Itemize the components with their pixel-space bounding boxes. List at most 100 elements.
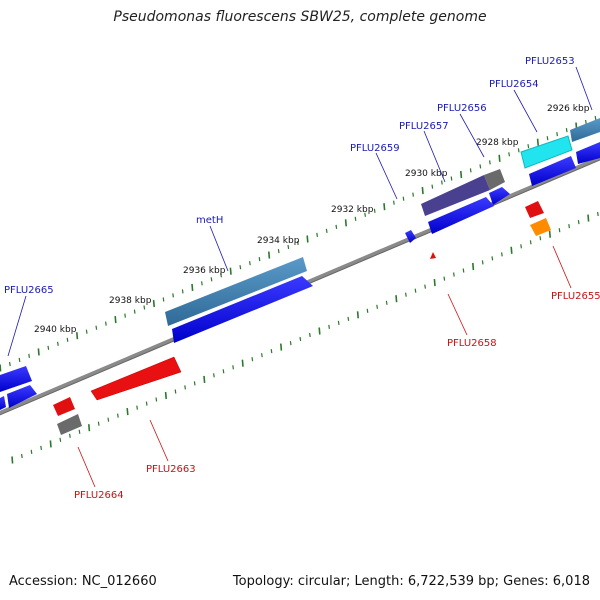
scale-tick [105, 321, 107, 326]
scale-tick [424, 284, 426, 289]
gene-label-pflu2656[interactable]: PFLU2656 [437, 103, 487, 114]
gene-label-pflu2664[interactable]: PFLU2664 [74, 490, 124, 501]
gene-block-pflu2656[interactable] [489, 187, 510, 205]
gene-block-meth-top[interactable] [165, 257, 307, 326]
scale-label: 2934 kbp [257, 236, 300, 246]
scale-tick [412, 192, 414, 197]
reverse-tick-row [11, 211, 599, 464]
scale-tick [527, 144, 530, 149]
scale-tick [117, 413, 119, 418]
gene-block-pflu2657[interactable] [428, 197, 494, 234]
scale-tick [469, 168, 472, 173]
scale-tick [395, 295, 398, 303]
scale-tick [210, 277, 213, 282]
gene-block-pflu2655-red[interactable] [525, 201, 544, 218]
scale-tick [529, 240, 532, 245]
scale-tick [162, 297, 165, 302]
scale-tick [164, 391, 167, 400]
scale-tick [344, 219, 347, 227]
scale-tick [270, 349, 273, 354]
gene-block-pflu2663[interactable] [90, 356, 182, 401]
scale-tick [316, 232, 318, 237]
scale-tick [318, 327, 321, 335]
gene-block-pflu2653-top[interactable] [570, 118, 600, 142]
scale-tick [21, 453, 23, 459]
scale-tick [297, 240, 299, 246]
scale-tick [239, 265, 242, 270]
gene-label-pflu2665[interactable]: PFLU2665 [4, 285, 54, 296]
scale-tick [431, 184, 434, 189]
gene-block-pflu2657-top[interactable] [421, 175, 490, 216]
scale-tick [152, 299, 155, 308]
gene-label-pflu2658[interactable]: PFLU2658 [447, 338, 497, 349]
scale-tick [203, 375, 206, 383]
scale-tick [460, 170, 463, 179]
scale-tick [37, 348, 40, 356]
scale-tick [385, 300, 388, 305]
gene-label-pflu2653[interactable]: PFLU2653 [525, 56, 575, 67]
scale-tick [76, 332, 79, 340]
scale-tick [472, 262, 475, 271]
scale-tick [462, 268, 465, 273]
gene-block-pflu2665-top[interactable] [0, 366, 32, 392]
scale-tick [78, 429, 81, 434]
scale-tick [251, 357, 254, 362]
scale-label: 2932 kbp [331, 205, 374, 215]
scale-tick [433, 279, 436, 287]
gene-label-meth[interactable]: metH [196, 215, 223, 226]
gene-block-pflu2665[interactable] [7, 385, 37, 408]
gene-block-pflu2655-orange[interactable] [530, 218, 551, 236]
scale-tick [193, 381, 196, 386]
gene-label-pflu2657[interactable]: PFLU2657 [399, 121, 449, 132]
genome-stats-text: Topology: circular; Length: 6,722,539 bp… [232, 574, 590, 589]
gene-block-pflu2664-red[interactable] [53, 397, 75, 416]
gene-block-pflu2659[interactable] [405, 230, 416, 243]
gene-block-pflu2658[interactable] [430, 252, 436, 259]
scale-tick [114, 316, 117, 324]
scale-tick [287, 244, 290, 250]
scale-tick [306, 235, 309, 243]
gene-block-meth[interactable] [172, 276, 313, 343]
scale-tick [97, 421, 100, 426]
scale-tick [393, 200, 395, 205]
scale-tick [337, 320, 340, 325]
gene-block-pflu2657-top-end[interactable] [484, 169, 505, 190]
scale-tick [347, 316, 350, 321]
scale-tick [258, 257, 261, 262]
scale-tick [558, 228, 561, 233]
scale-tick [232, 365, 234, 370]
gene-block-pflu2654-top[interactable] [520, 135, 573, 169]
scale-tick [191, 283, 194, 291]
scale-tick [453, 272, 455, 277]
scale-tick [376, 304, 378, 309]
scale-tick [57, 341, 59, 346]
scale-tick [373, 208, 376, 213]
scale-tick [145, 401, 148, 406]
gene-block-pflu2664-gray[interactable] [57, 414, 82, 435]
gene-label-pflu2659[interactable]: PFLU2659 [350, 143, 400, 154]
scale-tick [88, 424, 91, 432]
scale-tick [548, 230, 551, 238]
scale-tick [172, 293, 174, 298]
scale-tick [66, 337, 69, 342]
scale-tick [49, 440, 52, 448]
accession-text: Accession: NC_012660 [9, 574, 157, 589]
gene-block-pflu2654[interactable] [529, 156, 576, 186]
scale-tick [299, 336, 302, 342]
scale-tick [222, 369, 225, 374]
scale-tick [508, 152, 510, 157]
gene-block-left-edge[interactable] [0, 396, 6, 410]
scale-tick [536, 138, 539, 146]
gene-block-pflu2653[interactable] [576, 142, 600, 164]
scale-label: 2928 kbp [476, 138, 519, 148]
scale-tick [501, 252, 503, 257]
scale-tick [11, 456, 14, 464]
gene-label-pflu2654[interactable]: PFLU2654 [489, 79, 539, 90]
scale-tick [443, 276, 446, 281]
gene-label-pflu2655[interactable]: PFLU2655 [551, 291, 600, 302]
gene-label-pflu2663[interactable]: PFLU2663 [146, 464, 196, 475]
scale-tick [201, 281, 203, 286]
scale-tick [585, 119, 587, 125]
scale-tick [40, 445, 42, 450]
